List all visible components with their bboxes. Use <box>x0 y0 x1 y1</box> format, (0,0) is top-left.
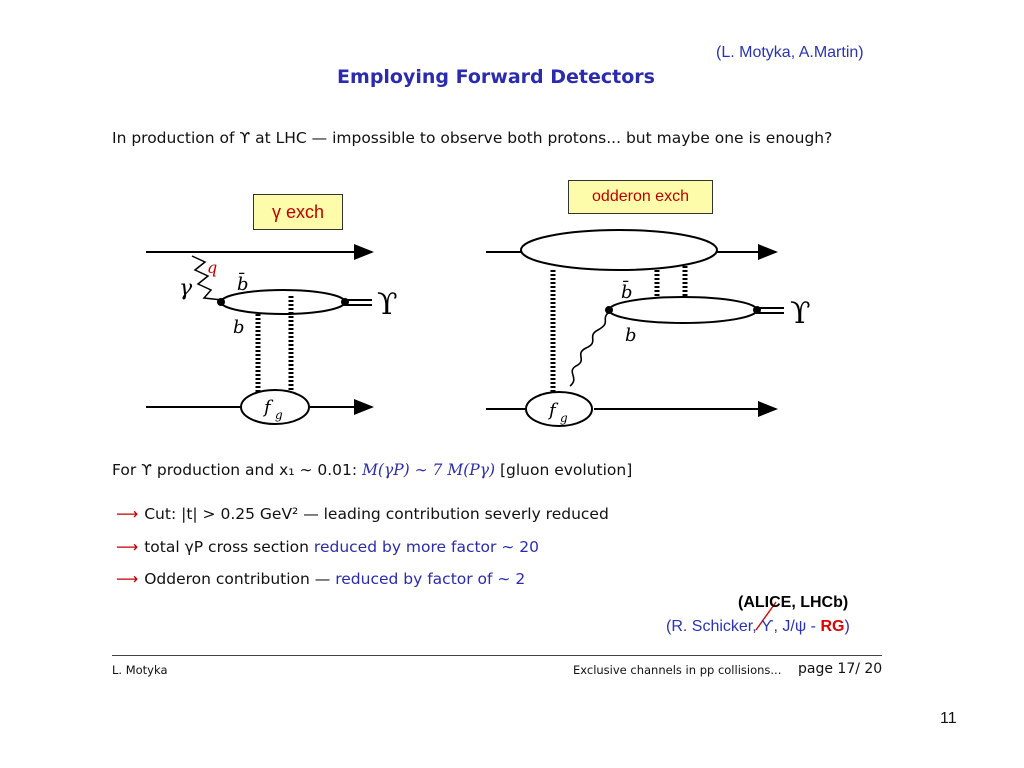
gamma-exchange-box: γ exch <box>253 194 343 230</box>
diagram-left <box>146 244 374 425</box>
fg-blob-left <box>240 389 310 425</box>
bullet-arrow-1: ⟶ <box>116 505 139 523</box>
intro-text: In production of ϒ at LHC — impossible t… <box>112 129 833 147</box>
curly-gluon-right <box>569 311 610 387</box>
alice-lhcb-note: (ALICE, LHCb) <box>738 594 849 611</box>
vertex-dot-right-end <box>753 306 761 314</box>
schicker-credit: (R. Schicker, ϒ, J/ψ - RG) <box>666 618 850 636</box>
label-upsilon-right: ϒ <box>790 296 811 331</box>
footer-rule <box>112 655 882 656</box>
gamma-box-text: exch <box>280 202 325 222</box>
bullet-arrow-2: ⟶ <box>116 538 139 556</box>
label-b-left: b <box>233 317 245 338</box>
production-line: For ϒ production and x₁ ∼ 0.01: M(γP) ∼ … <box>112 461 632 479</box>
odderon-exchange-box: odderon exch <box>568 180 713 214</box>
gamma-symbol: γ <box>271 202 281 222</box>
fg-blob-right <box>525 391 593 427</box>
production-math: M(γP) ∼ 7 M(Pγ) <box>362 461 496 479</box>
schicker-prefix: (R. Schicker, ϒ, J/ψ - <box>666 618 821 635</box>
label-b-right: b <box>625 325 637 346</box>
bullet-total-cross-section: ⟶ total γP cross section reduced by more … <box>116 538 539 556</box>
footer-talk-title: Exclusive channels in pp collisions... <box>573 663 782 677</box>
footer-author: L. Motyka <box>112 663 168 677</box>
label-upsilon-left: ϒ <box>377 287 398 322</box>
production-x1: x₁ ∼ 0.01: <box>279 461 358 479</box>
slide-title: Employing Forward Detectors <box>0 66 1000 88</box>
bullet-arrow-3: ⟶ <box>116 570 139 588</box>
bullet-blue-2: reduced by more factor ∼ 20 <box>313 538 539 556</box>
bullet-text-2: total γP cross section <box>144 538 314 556</box>
red-pointer-arrow <box>755 601 777 631</box>
bullet-blue-3: reduced by factor of ∼ 2 <box>335 570 526 588</box>
vertex-dot-right-left <box>341 298 349 306</box>
photon-wavy-line <box>191 255 223 301</box>
odderon-blob <box>520 229 718 271</box>
production-suffix: [gluon evolution] <box>495 461 633 479</box>
diagram-right <box>486 229 784 427</box>
bullet-text-1: Cut: |t| > 0.25 GeV² — leading contribut… <box>144 505 609 523</box>
label-fg-sub-right: g <box>560 411 568 425</box>
credit-top: (L. Motyka, A.Martin) <box>716 44 864 61</box>
label-bbar-left: b̄ <box>237 271 249 295</box>
label-fg-sub-left: g <box>275 408 283 422</box>
production-prefix: For ϒ production and <box>112 461 280 479</box>
label-gamma: γ <box>179 276 193 301</box>
slide-number: 11 <box>940 710 957 727</box>
slide-title-text: Employing Forward Detectors <box>337 66 655 88</box>
label-bbar-right: b̄ <box>621 279 633 303</box>
label-q: q <box>207 258 217 277</box>
schicker-suffix: ) <box>844 618 850 635</box>
bullet-cut: ⟶ Cut: |t| > 0.25 GeV² — leading contribu… <box>116 505 609 523</box>
schicker-rg: RG <box>820 618 845 635</box>
footer-page: page 17/ 20 <box>798 661 883 677</box>
bullet-odderon: ⟶ Odderon contribution — reduced by facto… <box>116 570 525 588</box>
bullet-text-3: Odderon contribution — <box>144 570 336 588</box>
vertex-dot-left <box>217 298 225 306</box>
